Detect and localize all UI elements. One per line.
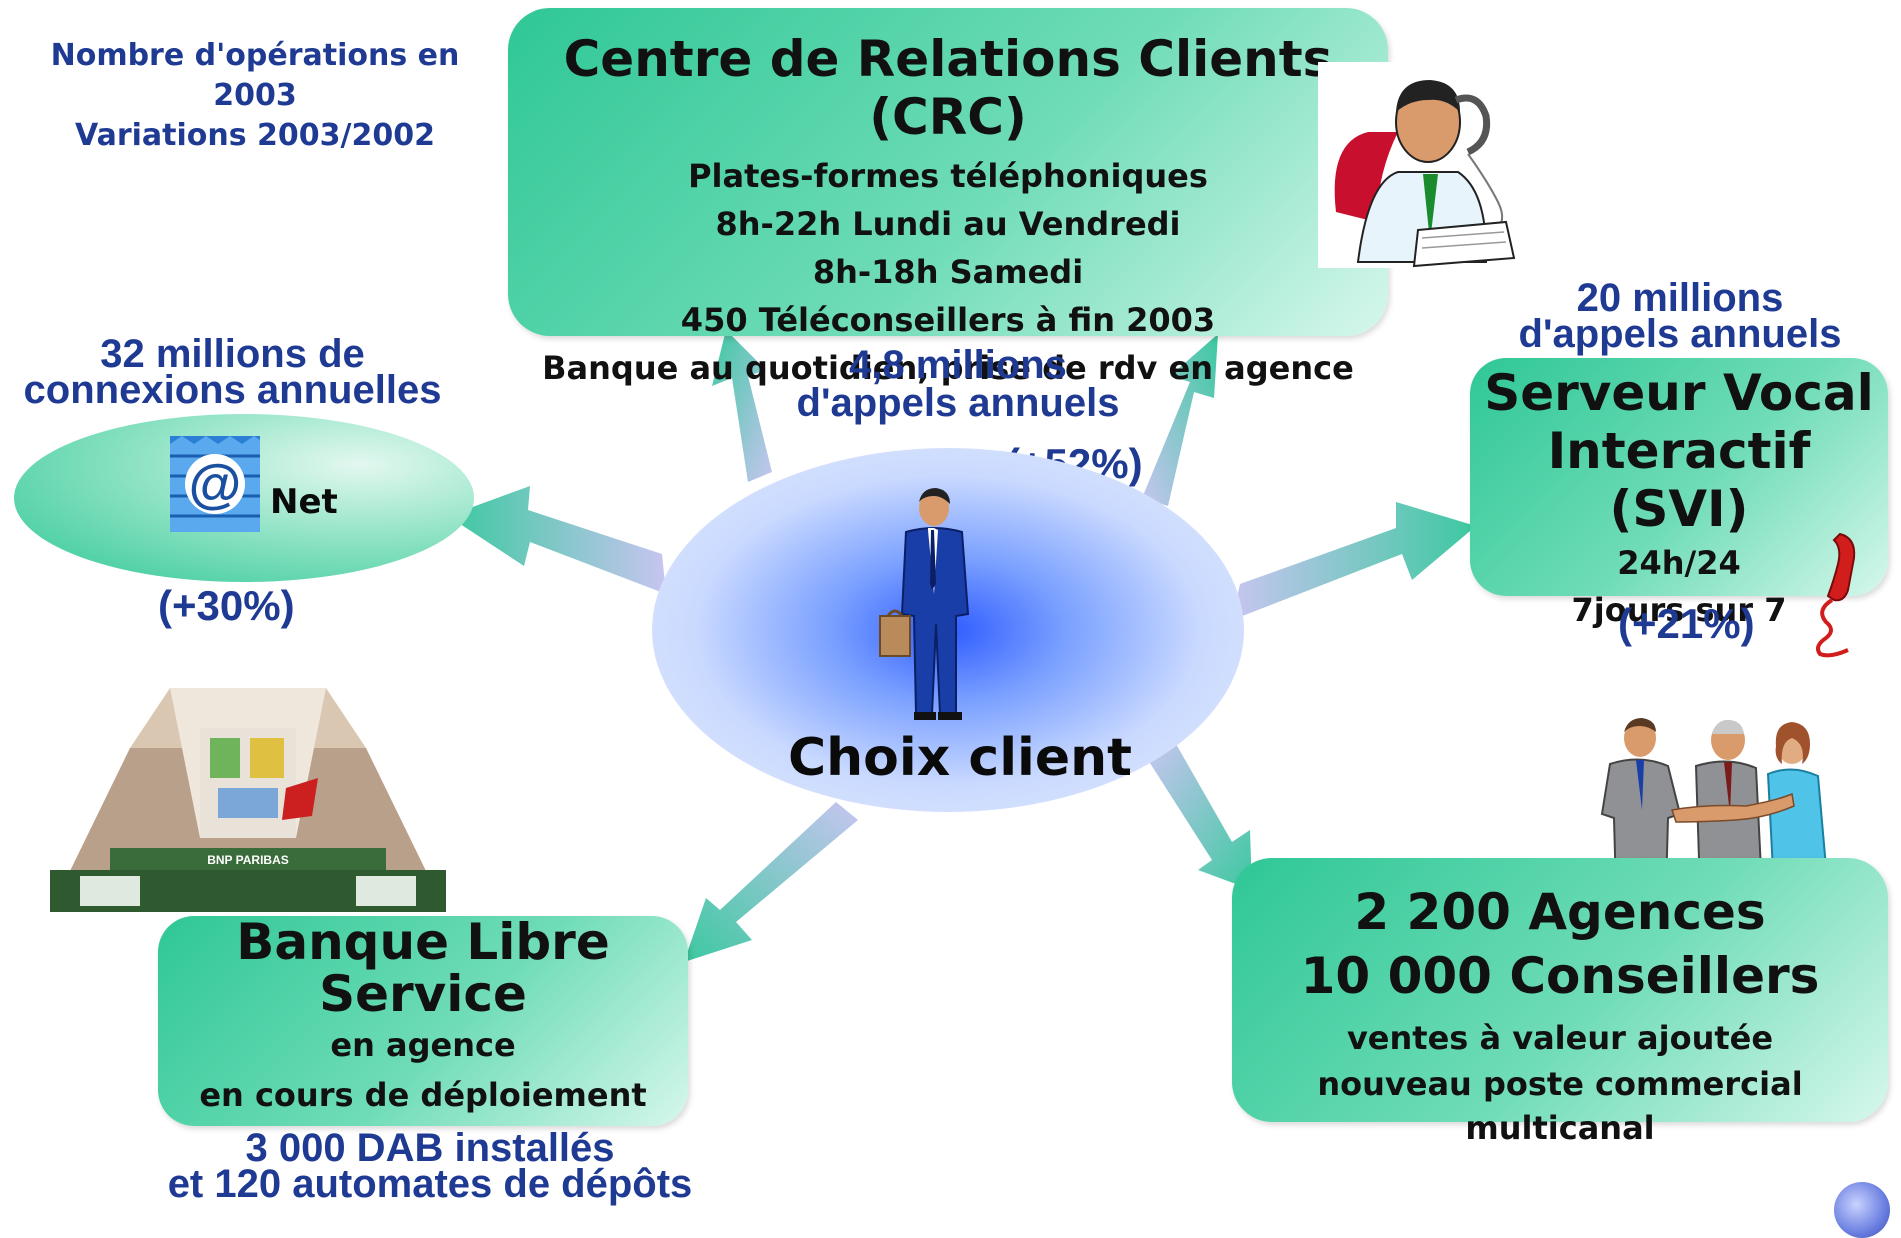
crc-line-2: 8h-22h Lundi au Vendredi <box>715 205 1181 243</box>
arrow-to-crc-right <box>1142 334 1218 506</box>
bls-stat-line-2: et 120 automates de dépôts <box>167 1162 693 1206</box>
agences-box: 2 200 Agences 10 000 Conseillers ventes … <box>1232 858 1888 1147</box>
bls-stats: 3 000 DAB installés et 120 automates de … <box>110 1126 750 1206</box>
svi-line-2: 7jours sur 7 <box>1571 591 1787 629</box>
net-label: Net <box>270 482 338 522</box>
header-line-2: Variations 2003/2002 <box>75 118 435 153</box>
agences-line-1: ventes à valeur ajoutée <box>1346 1019 1774 1057</box>
header: Nombre d'opérations en 2003 Variations 2… <box>10 36 500 156</box>
crc-stat-line-1: 4,8 millions <box>849 343 1067 387</box>
bls-title-line-2: Service <box>319 965 527 1023</box>
header-line-1: Nombre d'opérations en 2003 <box>50 38 460 113</box>
agences-title-line-1: 2 200 Agences <box>1354 883 1766 941</box>
at-sign-icon: @ <box>170 436 260 532</box>
bls-line-2: en cours de déploiement <box>199 1076 647 1114</box>
net-stat-line-1: 32 millions de <box>100 332 365 376</box>
bls-stat-line-1: 3 000 DAB installés <box>245 1126 615 1170</box>
agences-title-line-2: 10 000 Conseillers <box>1300 947 1820 1005</box>
bls-title-line-1: Banque Libre <box>236 913 610 971</box>
svi-stats: 20 millions d'appels annuels <box>1480 276 1880 356</box>
crc-title: Centre de Relations Clients (CRC) <box>563 30 1333 146</box>
businessman-icon <box>879 488 970 720</box>
arrow-to-svi <box>1232 502 1476 620</box>
svi-title-line-1: Serveur Vocal <box>1484 364 1874 422</box>
red-phone-icon <box>1816 532 1856 658</box>
net-stat-line-2: connexions annuelles <box>23 368 442 412</box>
arrow-to-crc-left <box>712 330 772 482</box>
telephone-operator-icon <box>1318 62 1518 268</box>
arrow-to-agences <box>1148 744 1252 890</box>
handshake-people-illustration <box>1600 718 1830 890</box>
arrow-to-bls <box>684 802 858 962</box>
crc-line-4: 450 Téléconseillers à fin 2003 <box>680 301 1216 339</box>
crc-box: Centre de Relations Clients (CRC) Plates… <box>508 8 1388 387</box>
crc-line-3: 8h-18h Samedi <box>812 253 1084 291</box>
crc-line-5: Banque au quotidien, prise de rdv en age… <box>542 349 1354 387</box>
svi-stat-line-2: d'appels annuels <box>1518 312 1842 356</box>
bls-line-1: en agence <box>330 1026 516 1064</box>
center-label: Choix client <box>788 728 1132 788</box>
arrows-layer <box>448 330 1476 962</box>
net-variation: (+30%) <box>158 582 295 629</box>
svi-line-1: 24h/24 <box>1617 544 1741 582</box>
svi-box: Serveur Vocal Interactif (SVI) 24h/24 7j… <box>1470 358 1888 629</box>
bank-sign-text: BNP PARIBAS <box>207 853 289 867</box>
agences-line-2: nouveau poste commercial multicanal <box>1317 1065 1803 1147</box>
crc-line-1: Plates-formes téléphoniques <box>688 157 1208 195</box>
net-stats: 32 millions de connexions annuelles <box>0 332 465 412</box>
svi-variation: (+21%) <box>1618 600 1755 647</box>
svi-stat-line-1: 20 millions <box>1576 276 1784 320</box>
corner-circle-decoration <box>1834 1182 1890 1238</box>
svi-title-line-2: Interactif (SVI) <box>1547 422 1811 538</box>
crc-stats: 4,8 millions d'appels annuels <box>778 343 1138 425</box>
bank-agency-illustration: BNP PARIBAS <box>50 688 446 912</box>
arrow-to-net <box>448 486 666 594</box>
svg-text:@: @ <box>189 454 242 514</box>
crc-stat-line-2: d'appels annuels <box>796 381 1120 425</box>
bls-box: Banque Libre Service en agence en cours … <box>158 916 688 1126</box>
